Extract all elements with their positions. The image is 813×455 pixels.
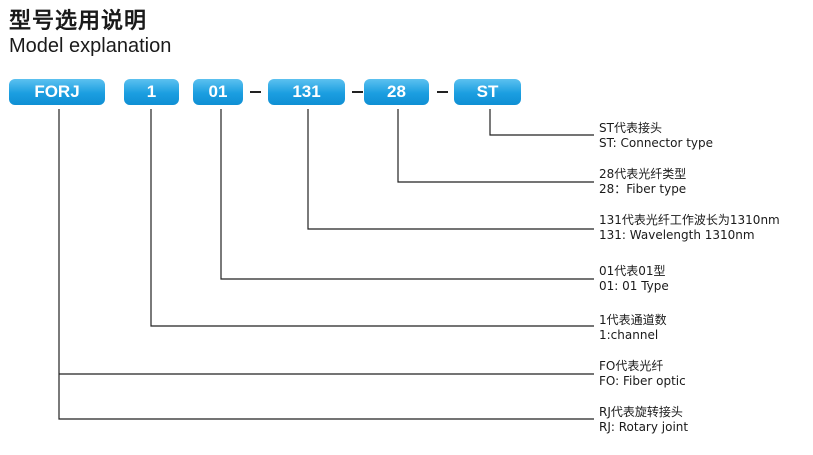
explanation-en: 1:channel <box>599 328 659 342</box>
code-pill-fiber: 28 <box>364 79 429 105</box>
leader-line-wavelength <box>307 109 594 230</box>
explanation-en: FO: Fiber optic <box>599 374 686 388</box>
leader-line-forj <box>58 109 594 420</box>
explanation-cn: 131代表光纤工作波长为1310nm <box>599 213 780 227</box>
explanation-connector: ST代表接头 ST: Connector type <box>599 121 713 151</box>
explanation-type: 01代表01型 01: 01 Type <box>599 264 669 294</box>
code-pill-type: 01 <box>193 79 243 105</box>
leader-line-channel <box>150 109 594 327</box>
code-pill-wavelength: 131 <box>268 79 345 105</box>
explanation-cn: ST代表接头 <box>599 121 662 135</box>
code-pill-connector: ST <box>454 79 521 105</box>
explanation-en: 131: Wavelength 1310nm <box>599 228 755 242</box>
explanation-en: RJ: Rotary joint <box>599 420 689 434</box>
explanation-wavelength: 131代表光纤工作波长为1310nm 131: Wavelength 1310n… <box>599 213 780 243</box>
explanation-cn: 28代表光纤类型 <box>599 167 687 181</box>
explanation-cn: RJ代表旋转接头 <box>599 405 683 419</box>
explanation-cn: 01代表01型 <box>599 264 666 278</box>
separator-dash <box>437 91 448 93</box>
explanation-en: 28：Fiber type <box>599 182 687 196</box>
explanation-channel: 1代表通道数 1:channel <box>599 313 667 343</box>
leader-line-connector <box>489 109 594 136</box>
code-pill-forj: FORJ <box>9 79 105 105</box>
explanation-cn: FO代表光纤 <box>599 359 664 373</box>
separator-dash <box>250 91 261 93</box>
explanation-en: ST: Connector type <box>599 136 713 150</box>
explanation-fiber-type: 28代表光纤类型 28：Fiber type <box>599 167 686 197</box>
code-pill-channel: 1 <box>124 79 179 105</box>
explanation-fiber-optic: FO代表光纤 FO: Fiber optic <box>599 359 686 389</box>
separator-dash <box>352 91 363 93</box>
explanation-en: 01: 01 Type <box>599 279 669 293</box>
explanation-cn: 1代表通道数 <box>599 313 667 327</box>
leader-line-type <box>220 109 594 280</box>
page-title: 型号选用说明 <box>9 9 148 34</box>
explanation-rotary-joint: RJ代表旋转接头 RJ: Rotary joint <box>599 405 688 435</box>
leader-line-fiber <box>397 109 594 183</box>
page-subtitle: Model explanation <box>9 35 172 57</box>
